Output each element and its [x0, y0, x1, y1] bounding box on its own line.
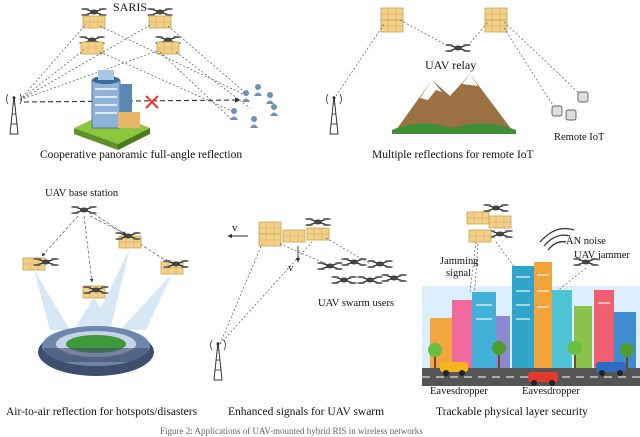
car-red [528, 372, 558, 386]
an-noise-waves [539, 227, 575, 251]
uav-base-station-label: UAV base station [45, 188, 119, 199]
panel-cooperative-reflection [6, 7, 278, 150]
uav-base-station-drone [70, 205, 98, 215]
caption-cooperative-reflection: Cooperative panoramic full-angle reflect… [40, 149, 243, 161]
building-obstacle [74, 70, 150, 150]
car-yellow [440, 362, 468, 376]
caption-remote-iot: Multiple reflections for remote IoT [372, 149, 534, 161]
figure-caption: Figure 2: Applications of UAV-mounted hy… [160, 426, 423, 436]
an-noise-label: AN noise [566, 236, 606, 247]
jamming-label-line2: signal [446, 268, 472, 279]
user-group-1 [230, 84, 278, 128]
base-station-tower-1 [6, 93, 22, 135]
uav-relay-label: UAV relay [425, 58, 477, 72]
uav-relay-drone [444, 43, 472, 53]
remote-iot-label: Remote IoT [554, 132, 605, 143]
cross-mark-icon [145, 95, 159, 109]
base-station-tower-2 [326, 93, 342, 135]
ris-relay-right [484, 7, 508, 33]
mountain [392, 74, 516, 134]
security-paths [469, 241, 587, 301]
ris-relay-left [380, 7, 404, 33]
panel-air-to-air [22, 205, 190, 376]
trees [428, 341, 634, 368]
reflection-paths-1 [19, 23, 251, 121]
velocity-label-1: v [232, 222, 238, 234]
swarm-paths [219, 237, 371, 345]
caption-physical-security: Trackable physical layer security [436, 406, 588, 418]
iot-devices [551, 91, 589, 121]
uav-swarm-users-label: UAV swarm users [318, 298, 395, 309]
panel-physical-security [422, 203, 640, 386]
caption-air-to-air: Air-to-air reflection for hotspots/disas… [6, 406, 198, 418]
saris-label: SARIS [113, 0, 148, 14]
eavesdropper-label-2: Eavesdropper [522, 386, 580, 397]
swarm-ris-upper [258, 217, 332, 247]
bs-links [41, 213, 169, 283]
uav-jammer-label: UAV jammer [574, 250, 630, 261]
ris-over-city [466, 203, 514, 243]
jamming-label-line1: Jamming [440, 256, 479, 267]
base-station-tower-3 [210, 339, 226, 381]
eavesdropper-label-1: Eavesdropper [430, 386, 488, 397]
panel-remote-iot [326, 7, 589, 135]
swarm-drones [316, 257, 408, 285]
car-blue [596, 362, 626, 376]
stadium [38, 326, 154, 376]
relay-paths [335, 19, 583, 111]
panel-uav-swarm [210, 217, 408, 381]
city-buildings [430, 262, 636, 368]
caption-uav-swarm: Enhanced signals for UAV swarm [228, 406, 385, 418]
velocity-label-2: v [288, 262, 294, 274]
